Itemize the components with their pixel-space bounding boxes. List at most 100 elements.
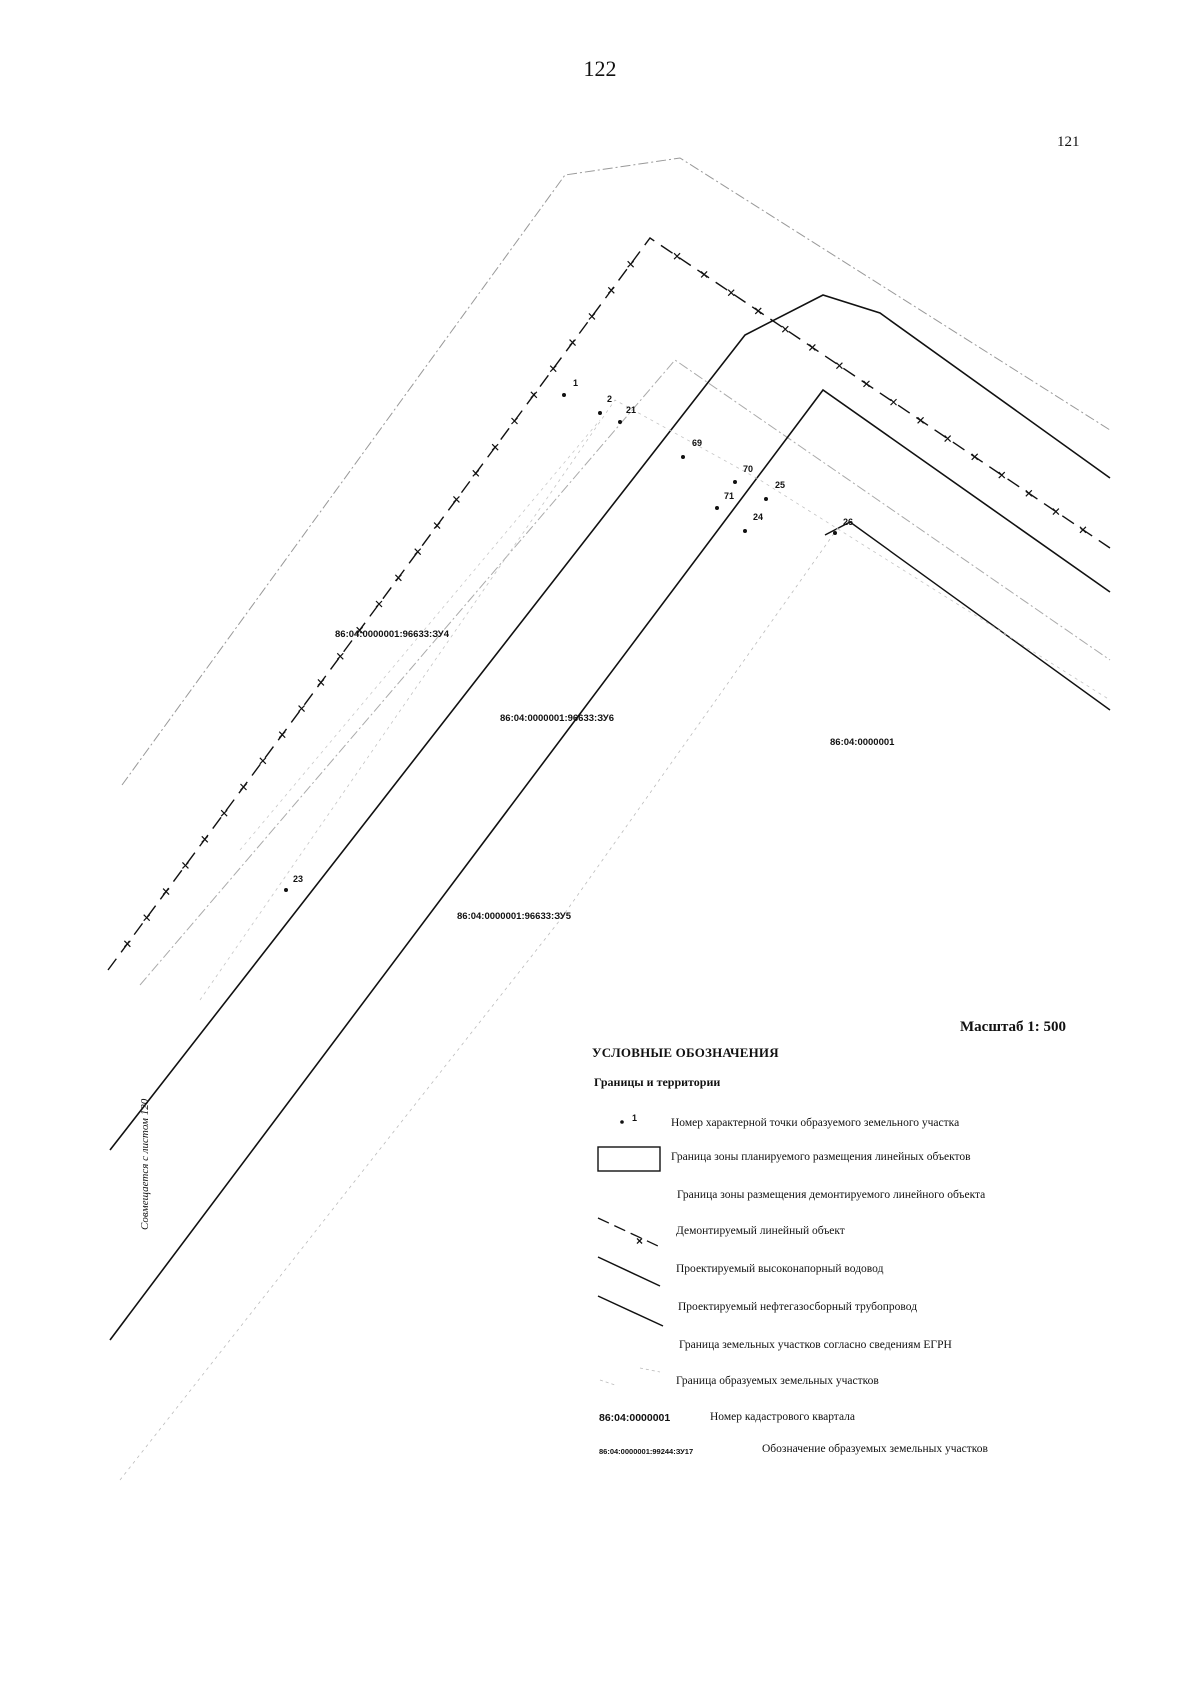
point-1 [562,393,566,397]
dismantled-line-object [107,237,1111,971]
x-marker [1052,508,1060,515]
point-labels: 1 2 21 69 70 25 71 24 26 23 [293,378,853,884]
adjacent-sheet-number: 121 [1057,134,1080,150]
scale-label: Масштаб 1: 500 [960,1019,1067,1035]
x-marker [143,914,151,922]
legend-item-dismantle-zone: Граница зоны размещения демонтируемого л… [677,1189,986,1201]
x-marker [569,339,576,346]
x-marker [433,522,441,529]
point-21 [618,420,622,424]
formed-parcel-boundary-3 [239,419,601,851]
legend-point-symbol [620,1120,624,1124]
point-69 [681,455,685,459]
x-marker [890,398,897,406]
x-marker [240,783,247,791]
x-marker [781,325,789,333]
parcel-label-zu4: 86:04:0000001:96633:ЗУ4 [335,629,450,640]
sheet-join-note: Совмещается с листом 120 [139,1098,151,1230]
point-label: 21 [626,405,636,415]
legend-item-parcel: Обозначение образуемых земельных участко… [762,1443,988,1455]
x-marker [375,600,383,608]
x-marker [863,380,870,388]
egrn-boundary-inner [139,359,1111,986]
legend-egrn-line [599,1379,616,1386]
x-marker [317,679,325,686]
point-26 [833,531,837,535]
x-marker [220,809,228,817]
point-label: 23 [293,874,303,884]
point-label: 70 [743,464,753,474]
point-71 [715,506,719,510]
planned-high-pressure-water-line [109,294,1111,1151]
legend-item-planned-zone: Граница зоны планируемого размещения лин… [671,1151,971,1163]
formed-parcel-boundary [119,524,841,1481]
legend-item-quarter: Номер кадастрового квартала [710,1411,856,1423]
x-marker [700,271,708,278]
x-marker [336,652,344,660]
legend-water-line [597,1256,661,1287]
x-marker [1025,489,1033,497]
egrn-boundary-outer [121,157,1111,786]
legend-parcel-code: 86:04:0000001:99244:ЗУ17 [599,1447,694,1456]
legend-item-egrn-boundary: Граница земельных участков согласно свед… [679,1339,952,1351]
characteristic-points [284,393,837,892]
x-marker [298,705,305,712]
page-number: 122 [583,56,617,81]
x-marker [917,416,925,424]
point-label: 71 [724,491,734,501]
dismantled-line-markers [123,252,1087,948]
legend-title: УСЛОВНЫЕ ОБОЗНАЧЕНИЯ [592,1045,779,1060]
legend-zone-rect [597,1146,661,1172]
x-marker [472,469,480,477]
point-23 [284,888,288,892]
x-marker [530,391,538,399]
x-marker [808,343,816,351]
x-marker [201,835,209,843]
parcel-label-zu5: 86:04:0000001:96633:ЗУ5 [457,911,572,922]
legend-formed-parcel-line [639,1367,661,1373]
x-marker [944,435,952,443]
x-marker [182,862,189,869]
legend-item-water-line: Проектируемый высоконапорный водовод [676,1263,884,1275]
x-marker [727,289,735,297]
x-marker [453,496,460,503]
x-marker [123,940,131,948]
x-marker [549,365,557,373]
legend-item-point-number: Номер характерной точки образуемого земе… [671,1117,960,1129]
x-marker [588,313,596,320]
x-marker [835,362,843,370]
x-marker [414,548,422,556]
point-label: 1 [573,378,578,388]
parcel-label-zu6: 86:04:0000001:96633:ЗУ6 [500,713,614,724]
legend-dismantled-line [597,1217,659,1247]
legend-quarter-code: 86:04:0000001 [599,1412,671,1424]
x-marker [511,417,518,425]
x-marker [673,252,681,260]
legend-subtitle: Границы и территории [594,1075,721,1089]
legend-item-dismantled-object: Демонтируемый линейный объект [676,1225,845,1237]
x-marker [971,453,979,461]
x-marker [259,757,267,765]
point-24 [743,529,747,533]
point-label: 2 [607,394,612,404]
point-label: 69 [692,438,702,448]
point-label: 25 [775,480,785,490]
cadastral-quarter-label: 86:04:0000001 [830,737,895,748]
x-marker [356,626,364,634]
formed-parcel-boundary-2 [199,399,1111,1001]
x-marker [1079,526,1087,534]
legend-symbols: 1 × [597,1113,664,1386]
x-marker [607,286,615,294]
x-marker [998,471,1006,479]
legend-item-pipeline: Проектируемый нефтегазосборный трубопров… [678,1301,918,1313]
planned-oil-gas-gathering-pipeline [109,388,1111,1341]
point-25 [764,497,768,501]
legend-x-marker: × [636,1234,643,1248]
legend-item-formed-boundary: Граница образуемых земельных участков [676,1375,879,1387]
point-2 [598,411,602,415]
x-marker [162,888,170,895]
legend-point-number: 1 [632,1113,637,1123]
point-label: 24 [753,512,763,522]
point-label: 26 [843,517,853,527]
